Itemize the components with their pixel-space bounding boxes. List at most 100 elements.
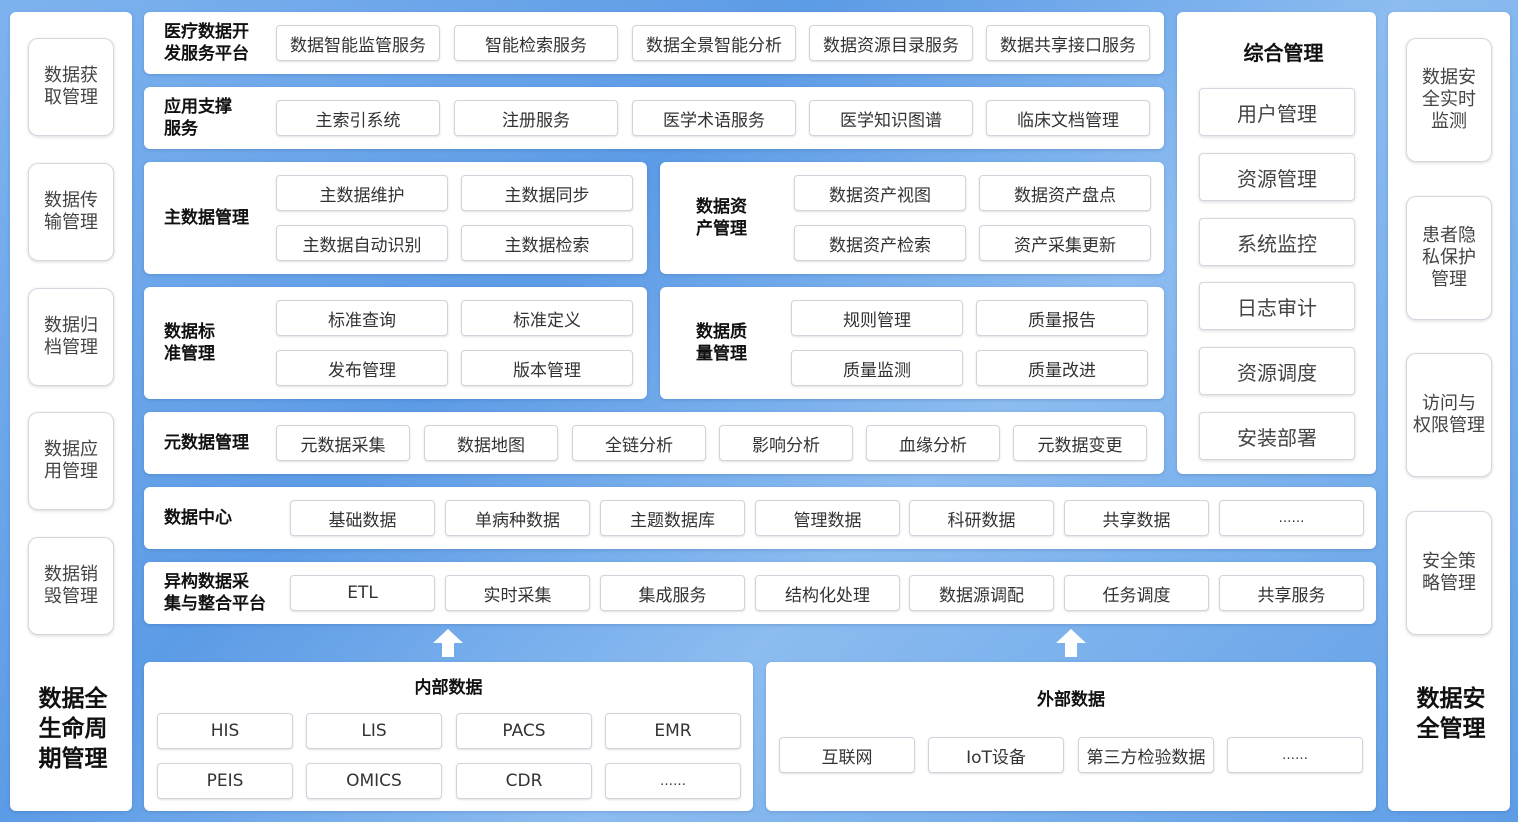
management-item[interactable]: 系统监控 — [1199, 218, 1355, 266]
metadata-chip[interactable]: 血缘分析 — [866, 425, 1000, 461]
metadata-row: 元数据管理 元数据采集 数据地图 全链分析 影响分析 血缘分析 元数据变更 — [144, 412, 1164, 474]
master-data-chip[interactable]: 主数据自动识别 — [276, 225, 448, 261]
lifecycle-item[interactable]: 数据销 毁管理 — [28, 537, 114, 635]
master-data-chip[interactable]: 主数据同步 — [461, 175, 633, 211]
support-chip[interactable]: 医学术语服务 — [632, 100, 796, 136]
standard-chip[interactable]: 发布管理 — [276, 350, 448, 386]
management-item[interactable]: 用户管理 — [1199, 88, 1355, 136]
external-data-chip[interactable]: 第三方检验数据 — [1078, 737, 1214, 773]
management-item[interactable]: 日志审计 — [1199, 282, 1355, 330]
platform-chip[interactable]: 数据智能监管服务 — [276, 25, 440, 61]
security-item-label: 患者隐 私保护 管理 — [1422, 225, 1476, 290]
lifecycle-item-label: 数据传 输管理 — [44, 190, 98, 233]
external-data-title: 外部数据 — [1037, 690, 1105, 710]
master-data-chip[interactable]: 主数据检索 — [461, 225, 633, 261]
master-data-panel: 主数据管理 主数据维护 主数据同步 主数据自动识别 主数据检索 — [144, 162, 647, 274]
asset-chip[interactable]: 数据资产盘点 — [979, 175, 1151, 211]
up-arrow-icon — [433, 629, 463, 657]
internal-data-chip[interactable]: HIS — [157, 713, 293, 749]
standard-chip[interactable]: 标准查询 — [276, 300, 448, 336]
integration-chip[interactable]: 任务调度 — [1064, 575, 1209, 611]
internal-data-chip[interactable]: OMICS — [306, 763, 442, 799]
security-item-label: 数据安 全实时 监测 — [1422, 67, 1476, 132]
master-data-title: 主数据管理 — [164, 208, 249, 228]
platform-chip[interactable]: 数据全景智能分析 — [632, 25, 796, 61]
internal-data-chip[interactable]: …… — [605, 763, 741, 799]
data-center-chip[interactable]: 管理数据 — [755, 500, 900, 536]
support-chip[interactable]: 临床文档管理 — [986, 100, 1150, 136]
data-center-chip[interactable]: 主题数据库 — [600, 500, 745, 536]
data-center-chip[interactable]: 共享数据 — [1064, 500, 1209, 536]
support-chip[interactable]: 注册服务 — [454, 100, 618, 136]
security-item[interactable]: 访问与 权限管理 — [1406, 353, 1492, 477]
metadata-chip[interactable]: 全链分析 — [572, 425, 706, 461]
lifecycle-item-label: 数据归 档管理 — [44, 315, 98, 358]
security-item-label: 安全策 略管理 — [1422, 551, 1476, 594]
metadata-chip[interactable]: 元数据采集 — [276, 425, 410, 461]
quality-chip[interactable]: 规则管理 — [791, 300, 963, 336]
security-item[interactable]: 安全策 略管理 — [1406, 511, 1492, 635]
internal-data-chip[interactable]: EMR — [605, 713, 741, 749]
asset-chip[interactable]: 数据资产视图 — [794, 175, 966, 211]
security-item-label: 访问与 权限管理 — [1413, 393, 1485, 436]
external-data-chip[interactable]: IoT设备 — [928, 737, 1064, 773]
lifecycle-item[interactable]: 数据应 用管理 — [28, 412, 114, 510]
integration-chip[interactable]: 共享服务 — [1219, 575, 1364, 611]
up-arrow-icon — [1056, 629, 1086, 657]
metadata-chip[interactable]: 数据地图 — [424, 425, 558, 461]
integration-chip[interactable]: 实时采集 — [445, 575, 590, 611]
quality-chip[interactable]: 质量报告 — [976, 300, 1148, 336]
internal-data-chip[interactable]: PACS — [456, 713, 592, 749]
management-item[interactable]: 安装部署 — [1199, 412, 1355, 460]
management-item[interactable]: 资源调度 — [1199, 347, 1355, 395]
external-data-panel: 外部数据 互联网 IoT设备 第三方检验数据 …… — [766, 662, 1376, 811]
quality-panel: 数据质 量管理 规则管理 质量报告 质量监测 质量改进 — [660, 287, 1164, 399]
internal-data-chip[interactable]: CDR — [456, 763, 592, 799]
lifecycle-item[interactable]: 数据获 取管理 — [28, 38, 114, 136]
platform-chip[interactable]: 智能检索服务 — [454, 25, 618, 61]
data-center-chip[interactable]: 基础数据 — [290, 500, 435, 536]
internal-data-title: 内部数据 — [414, 678, 483, 698]
support-chip[interactable]: 主索引系统 — [276, 100, 440, 136]
quality-chip[interactable]: 质量监测 — [791, 350, 963, 386]
master-data-chip[interactable]: 主数据维护 — [276, 175, 448, 211]
standard-title: 数据标 准管理 — [164, 322, 215, 364]
standard-chip[interactable]: 版本管理 — [461, 350, 633, 386]
asset-chip[interactable]: 数据资产检索 — [794, 225, 966, 261]
lifecycle-sidebar: 数据获 取管理 数据传 输管理 数据归 档管理 数据应 用管理 数据销 毁管理 … — [10, 12, 132, 811]
lifecycle-item[interactable]: 数据传 输管理 — [28, 163, 114, 261]
security-item[interactable]: 数据安 全实时 监测 — [1406, 38, 1492, 162]
quality-chip[interactable]: 质量改进 — [976, 350, 1148, 386]
metadata-chip[interactable]: 元数据变更 — [1013, 425, 1147, 461]
security-sidebar: 数据安 全实时 监测 患者隐 私保护 管理 访问与 权限管理 安全策 略管理 数… — [1388, 12, 1510, 811]
security-item[interactable]: 患者隐 私保护 管理 — [1406, 196, 1492, 320]
platform-chip[interactable]: 数据共享接口服务 — [986, 25, 1150, 61]
support-title: 应用支撑 服务 — [164, 97, 232, 139]
asset-panel: 数据资 产管理 数据资产视图 数据资产盘点 数据资产检索 资产采集更新 — [660, 162, 1164, 274]
standard-chip[interactable]: 标准定义 — [461, 300, 633, 336]
integration-chip[interactable]: 结构化处理 — [755, 575, 900, 611]
data-center-chip[interactable]: 单病种数据 — [445, 500, 590, 536]
support-row: 应用支撑 服务 主索引系统 注册服务 医学术语服务 医学知识图谱 临床文档管理 — [144, 87, 1164, 149]
platform-row: 医疗数据开 发服务平台 数据智能监管服务 智能检索服务 数据全景智能分析 数据资… — [144, 12, 1164, 74]
internal-data-chip[interactable]: PEIS — [157, 763, 293, 799]
integration-chip[interactable]: ETL — [290, 575, 435, 611]
metadata-chip[interactable]: 影响分析 — [719, 425, 853, 461]
internal-data-chip[interactable]: LIS — [306, 713, 442, 749]
platform-chip[interactable]: 数据资源目录服务 — [809, 25, 973, 61]
asset-chip[interactable]: 资产采集更新 — [979, 225, 1151, 261]
support-chip[interactable]: 医学知识图谱 — [809, 100, 973, 136]
security-title: 数据安 全管理 — [1416, 686, 1486, 742]
data-center-chip[interactable]: …… — [1219, 500, 1364, 536]
integration-chip[interactable]: 数据源调配 — [909, 575, 1054, 611]
data-center-chip[interactable]: 科研数据 — [909, 500, 1054, 536]
lifecycle-item-label: 数据获 取管理 — [44, 65, 98, 108]
lifecycle-item[interactable]: 数据归 档管理 — [28, 288, 114, 386]
external-data-chip[interactable]: …… — [1227, 737, 1363, 773]
lifecycle-item-label: 数据销 毁管理 — [44, 564, 98, 607]
management-panel: 综合管理 用户管理 资源管理 系统监控 日志审计 资源调度 安装部署 — [1177, 12, 1376, 474]
management-item[interactable]: 资源管理 — [1199, 153, 1355, 201]
lifecycle-item-label: 数据应 用管理 — [44, 439, 98, 482]
external-data-chip[interactable]: 互联网 — [779, 737, 915, 773]
integration-chip[interactable]: 集成服务 — [600, 575, 745, 611]
